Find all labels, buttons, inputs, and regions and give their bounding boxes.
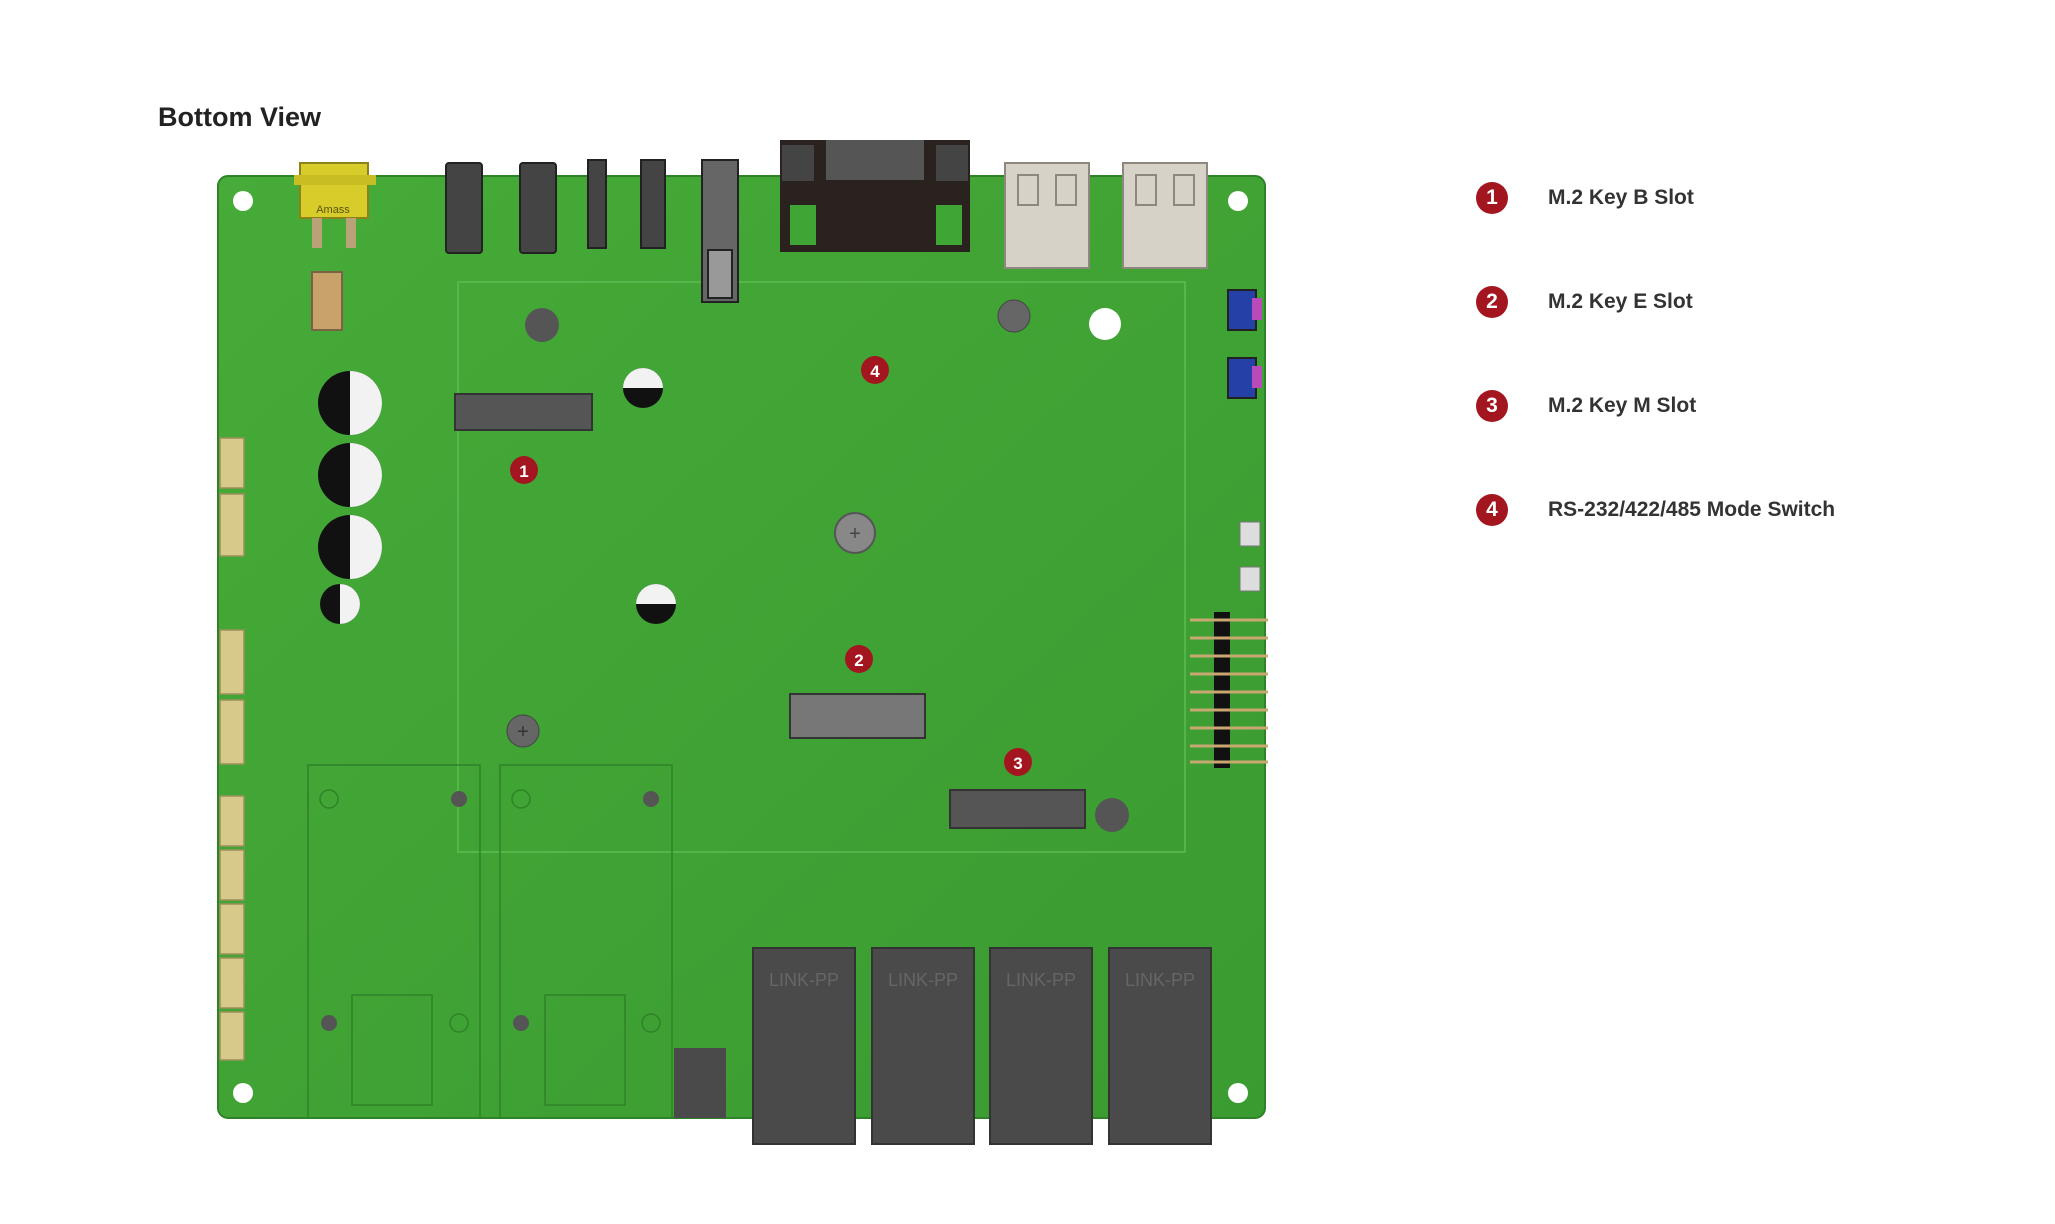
lan-label: LINK-PP [1125,970,1195,990]
connector-text: Amass [316,204,350,216]
legend-item-1: 1 M.2 Key B Slot [1476,178,1694,218]
mounting-holes [233,191,1248,1103]
svg-text:+: + [517,721,529,743]
callout-marker-3: 3 [1004,748,1032,776]
serial-port [780,140,970,252]
small-block [674,1048,726,1118]
lan-holes [321,791,659,1031]
lan-blocks [307,764,673,1119]
lan-label: LINK-PP [769,970,839,990]
legend-label: M.2 Key E Slot [1548,290,1693,313]
yellow-power-connector: Amass [294,162,376,248]
capacitors [318,368,676,624]
legend-number: 3 [1476,390,1508,422]
legend-number: 4 [1476,494,1508,526]
legend-item-2: 2 M.2 Key E Slot [1476,282,1693,322]
legend-label: M.2 Key B Slot [1548,186,1694,209]
svg-text:3: 3 [1013,754,1022,773]
legend-number: 1 [1476,182,1508,214]
svg-text:2: 2 [854,651,863,670]
legend-label: RS-232/422/485 Mode Switch [1548,498,1836,521]
page-title: Bottom View [158,102,322,132]
audio-jacks [445,159,739,303]
legend-item-3: 3 M.2 Key M Slot [1476,386,1696,426]
left-edge-pads [219,437,245,1061]
screws: + + [506,299,1129,832]
board-inner-outline [457,281,1186,853]
lan-label: LINK-PP [888,970,958,990]
rj45-ports [752,947,1212,1145]
legend-number: 2 [1476,286,1508,318]
side-connectors [1227,289,1262,592]
svg-text:+: + [849,523,861,545]
legend-label: M.2 Key M Slot [1548,394,1697,417]
callout-marker-1: 1 [510,456,538,484]
svg-text:4: 4 [870,362,880,381]
callout-marker-4: 4 [861,356,889,384]
callout-marker-2: 2 [845,645,873,673]
pin-header [1190,612,1268,768]
m2-slots [454,393,1086,829]
lan-label: LINK-PP [1006,970,1076,990]
legend-item-4: 4 RS-232/422/485 Mode Switch [1476,490,1835,530]
crystal-component [311,271,343,331]
svg-text:1: 1 [519,462,528,481]
